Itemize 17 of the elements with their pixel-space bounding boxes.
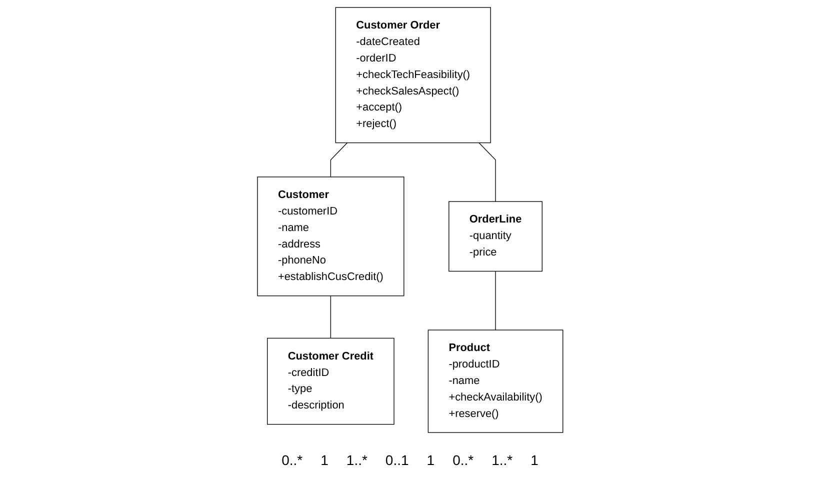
multiplicity-label: 0..*: [452, 452, 474, 468]
node-box: Customer Credit -creditID -type -description: [266, 338, 394, 425]
node-box: OrderLine -quantity -price: [448, 201, 542, 272]
multiplicity-label: 0..*: [282, 452, 303, 468]
multiplicity-label: 1..*: [492, 452, 513, 468]
node-box: Customer Order -dateCreated -orderID +checkTechFeasibility() +checkSalesAspect() +accept() +reject(): [335, 7, 491, 144]
multiplicity-label: 1: [530, 452, 538, 468]
multiplicity-label: 1..*: [346, 452, 368, 468]
multiplicity-label: 1: [320, 452, 328, 468]
connector: [478, 142, 496, 202]
multiplicity-label: 0..1: [385, 452, 409, 468]
node-box: Product -productID -name +checkAvailability() +reserve(): [428, 330, 564, 433]
node-box: Customer -customerID -name -address -phoneNo +establishCusCredit(): [256, 176, 404, 296]
multiplicity-label: 1: [426, 452, 435, 468]
connector: [330, 142, 348, 178]
connector: [495, 270, 496, 330]
connector: [330, 296, 331, 339]
